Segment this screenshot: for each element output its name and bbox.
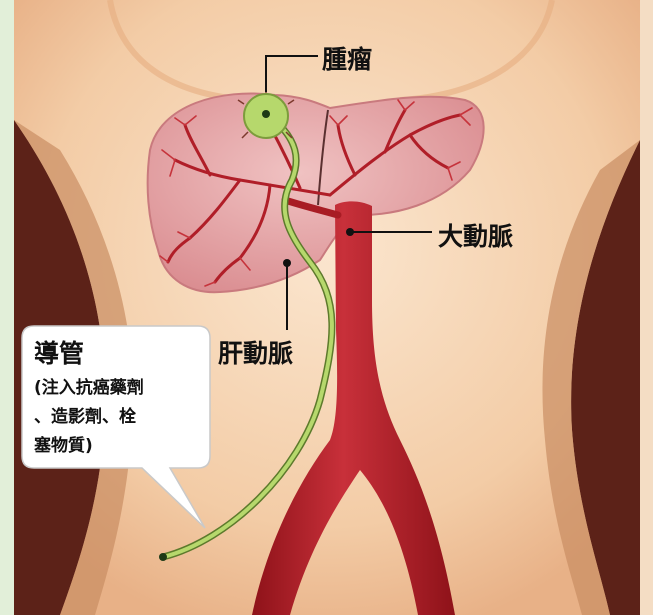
aorta-dot bbox=[346, 228, 354, 236]
hepatic-dot bbox=[283, 259, 291, 267]
aorta-label: 大動脈 bbox=[438, 217, 513, 253]
catheter-description: (注入抗癌藥劑 、造影劑、栓 塞物質) bbox=[34, 374, 206, 461]
left-edge-tint bbox=[0, 0, 14, 615]
hepatic-artery-label: 肝動脈 bbox=[218, 334, 293, 370]
tumor-center bbox=[262, 110, 270, 118]
catheter-title: 導管 bbox=[34, 334, 84, 370]
catheter-tip bbox=[159, 553, 167, 561]
tumor-label: 腫瘤 bbox=[322, 40, 372, 76]
